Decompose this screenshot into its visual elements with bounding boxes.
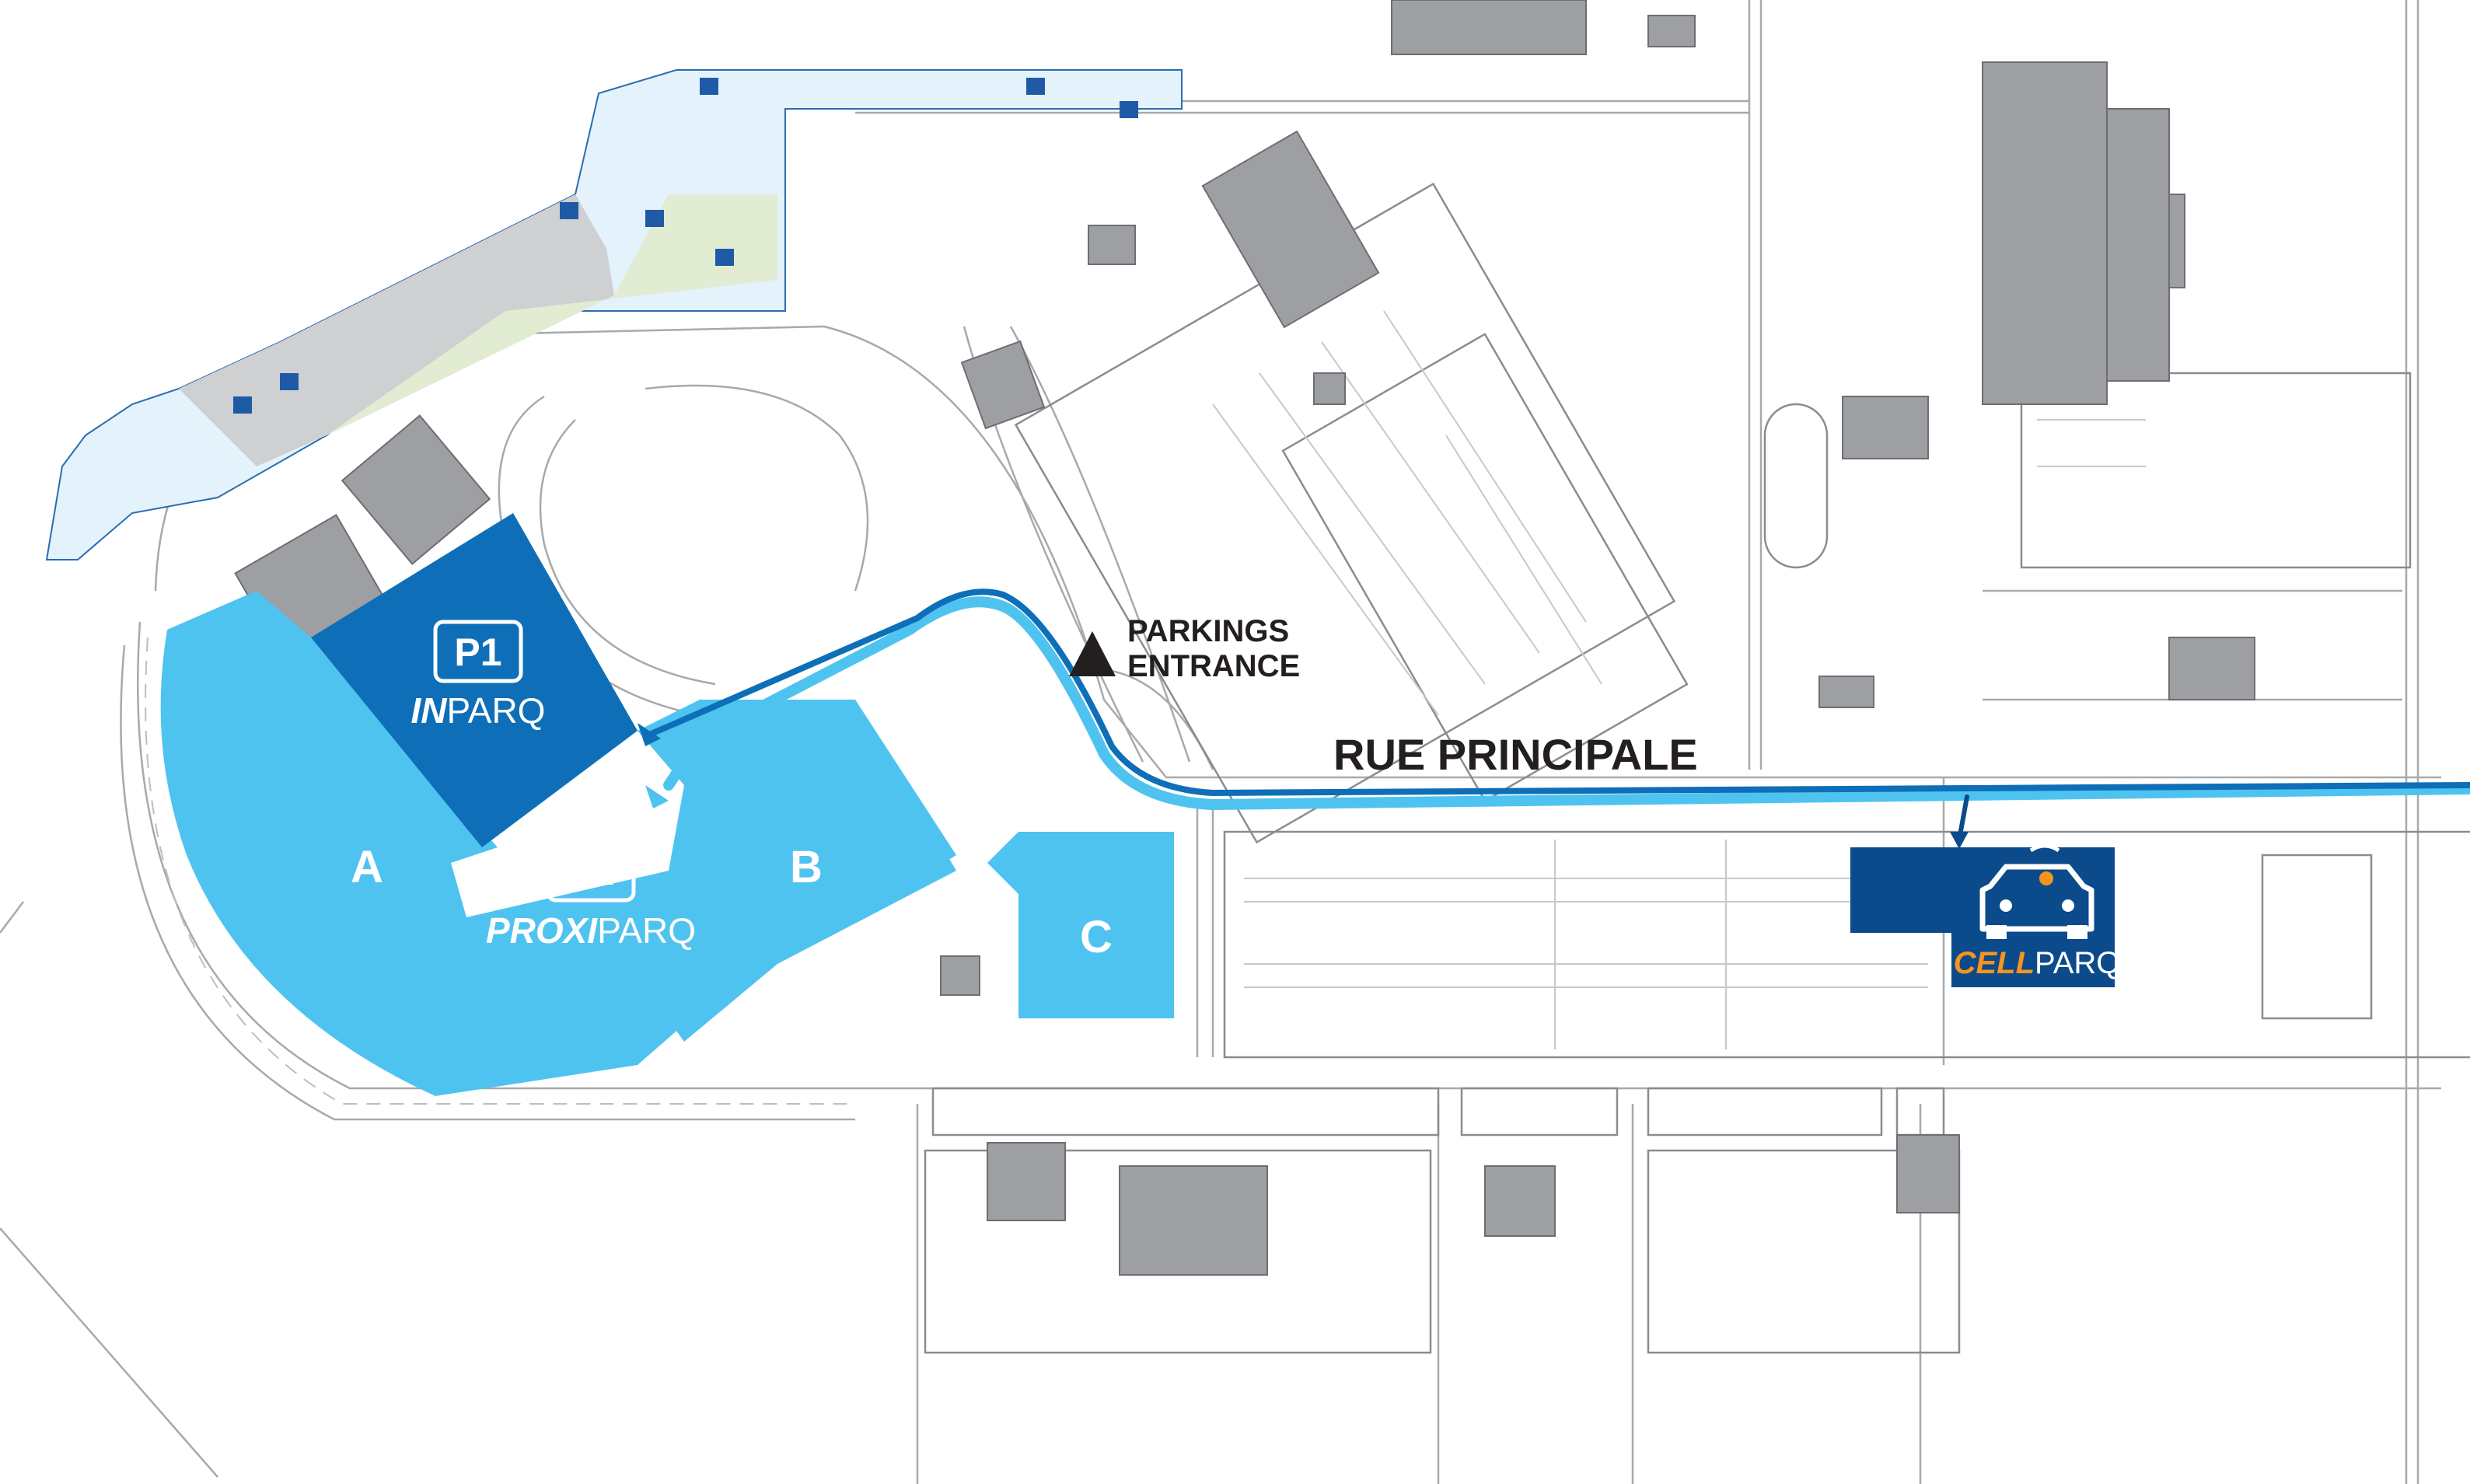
zone-b-label: B [790, 842, 823, 892]
entrance-label-line2: ENTRANCE [1127, 649, 1300, 683]
p1-inparq-sign: P1 INPARQ [411, 620, 546, 731]
p2-code: P2 [567, 850, 614, 893]
p1-brand: INPARQ [411, 690, 546, 731]
parkings-entrance-label: PARKINGS ENTRANCE [1069, 614, 1300, 683]
car-wifi-icon [1979, 833, 2094, 939]
zone-letters: A B C [351, 842, 1113, 962]
zone-c-lot[interactable] [987, 832, 1174, 1018]
buildings [234, 0, 2255, 1276]
cellparq-brand: CELLPARQ [1954, 946, 2121, 980]
cellparq-sign: CELLPARQ [1954, 833, 2121, 980]
p2-brand: PROXIPARQ [486, 910, 696, 951]
surface-parking-grids [924, 182, 2470, 1354]
zone-c-label: C [1080, 912, 1113, 962]
p1-code: P1 [454, 630, 501, 674]
entrance-triangle-icon [1069, 631, 1116, 676]
zone-a-label: A [351, 842, 383, 892]
p2-proxiparq-sign: P2 PROXIPARQ [486, 839, 696, 951]
route-arrow-icon [638, 588, 2470, 849]
zone-b-lot[interactable] [638, 700, 956, 1042]
entrance-label-line1: PARKINGS [1127, 614, 1289, 648]
street-label: RUE PRINCIPALE [1333, 730, 1698, 779]
terminal-building [45, 69, 1183, 560]
